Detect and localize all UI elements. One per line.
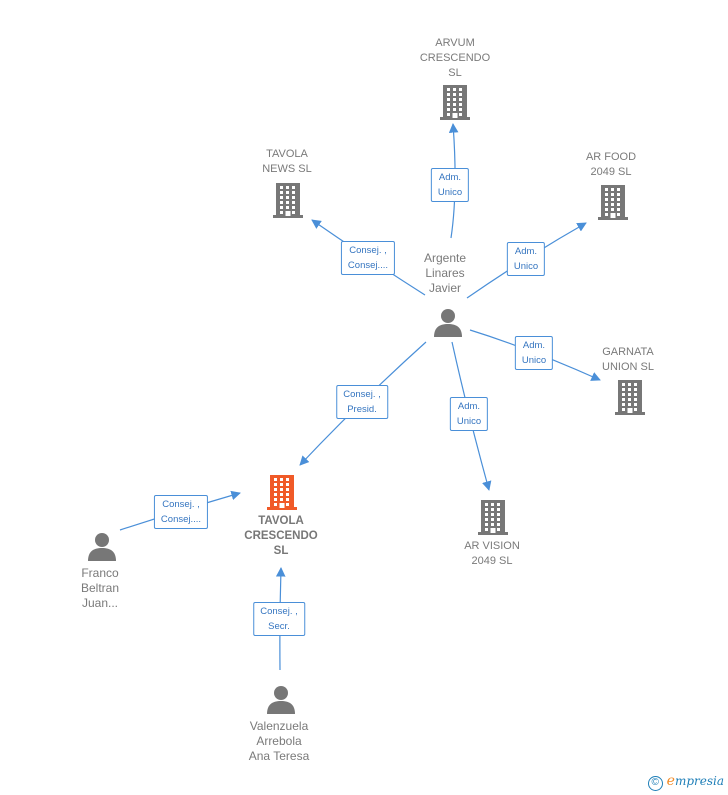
edge-role-line: Consej.... (347, 260, 389, 271)
brand-name: mpresia (674, 774, 724, 788)
node-label-line: TAVOLA (258, 515, 304, 527)
node-icon-valenzuela[interactable] (266, 684, 296, 719)
node-label-line: UNION SL (602, 361, 654, 373)
edge-role-label[interactable]: Adm. Unico (506, 242, 546, 276)
building-icon (478, 500, 508, 535)
node-label-ar-food[interactable]: AR FOOD 2049 SL (586, 150, 636, 180)
node-label-line: 2049 SL (471, 555, 513, 567)
edge-role-line: Adm. (457, 401, 481, 412)
node-label-line: ARVUM (435, 37, 475, 49)
brand-initial: e (666, 773, 675, 789)
building-icon (615, 380, 645, 415)
copyright-icon: © (647, 776, 663, 791)
node-label-line: Valenzuela (249, 719, 309, 733)
node-label-line: CRESCENDO (419, 52, 491, 64)
node-label-line: NEWS SL (262, 163, 312, 175)
node-label-line: Linares (425, 266, 465, 280)
edge-role-line: Adm. (514, 246, 538, 257)
node-label-line: Juan... (81, 596, 119, 610)
edge-role-label[interactable]: Consej. , Secr. (253, 602, 305, 636)
node-label-line: Arrebola (256, 734, 302, 748)
edge-role-label[interactable]: Consej. , Presid. (336, 385, 388, 419)
node-label-line: CRESCENDO (244, 530, 318, 542)
edge-role-line: Adm. (522, 340, 546, 351)
node-label-tavola-crescendo[interactable]: TAVOLA CRESCENDO SL (244, 514, 317, 559)
building-icon (267, 475, 297, 510)
node-label-line: TAVOLA (266, 148, 308, 160)
edge-role-line: Unico (437, 187, 463, 198)
node-icon-tavola-news[interactable] (273, 182, 303, 223)
building-icon (440, 85, 470, 120)
edge-role-line: Consej. , (343, 389, 381, 400)
node-icon-argente[interactable] (433, 307, 463, 342)
node-label-line: Argente (423, 251, 467, 265)
building-icon (273, 183, 303, 218)
node-label-line: Franco (81, 566, 119, 580)
node-label-line: Javier (428, 281, 461, 295)
node-icon-arvum[interactable] (440, 84, 470, 125)
edge-role-line: Consej. , (349, 245, 387, 256)
edge-role-line: Unico (513, 261, 539, 272)
edge-role-line: Unico (456, 416, 482, 427)
node-icon-franco[interactable] (87, 531, 117, 566)
node-label-line: AR FOOD (585, 151, 637, 163)
building-icon (598, 185, 628, 220)
brand-footer[interactable]: ©empresia (647, 773, 724, 791)
node-icon-garnata[interactable] (615, 379, 645, 420)
edge-role-line: Unico (521, 355, 547, 366)
node-icon-ar-food[interactable] (598, 184, 628, 225)
edge-role-label[interactable]: Consej. , Consej.... (340, 241, 396, 275)
edge-role-line: Consej. , (260, 606, 298, 617)
node-label-line: Beltran (80, 581, 120, 595)
node-label-line: Ana Teresa (248, 749, 310, 763)
edge-role-label[interactable]: Adm. Unico (449, 397, 489, 431)
node-label-line: GARNATA (602, 346, 654, 358)
node-label-line: AR VISION (464, 540, 520, 552)
edge-role-line: Presid. (347, 404, 377, 415)
node-label-arvum[interactable]: ARVUM CRESCENDO SL (420, 36, 490, 81)
edge-role-label[interactable]: Adm. Unico (430, 168, 470, 202)
edge-role-label[interactable]: Adm. Unico (514, 336, 554, 370)
node-label-tavola-news[interactable]: TAVOLA NEWS SL (262, 147, 312, 177)
node-icon-ar-vision[interactable] (478, 499, 508, 540)
edge-role-line: Adm. (438, 172, 462, 183)
node-label-line: SL (273, 545, 289, 557)
person-icon (267, 686, 295, 714)
person-icon (88, 533, 116, 561)
node-label-ar-vision[interactable]: AR VISION 2049 SL (464, 539, 520, 569)
person-icon (434, 309, 462, 337)
node-label-line: SL (448, 67, 462, 79)
edge-role-line: Consej.... (160, 514, 202, 525)
edge-role-line: Secr. (268, 621, 290, 632)
edge-role-line: Consej. , (162, 499, 200, 510)
node-icon-tavola-crescendo[interactable] (267, 474, 297, 515)
node-label-garnata[interactable]: GARNATA UNION SL (602, 345, 654, 375)
edge-role-label[interactable]: Consej. , Consej.... (153, 495, 209, 529)
node-label-line: 2049 SL (590, 166, 632, 178)
